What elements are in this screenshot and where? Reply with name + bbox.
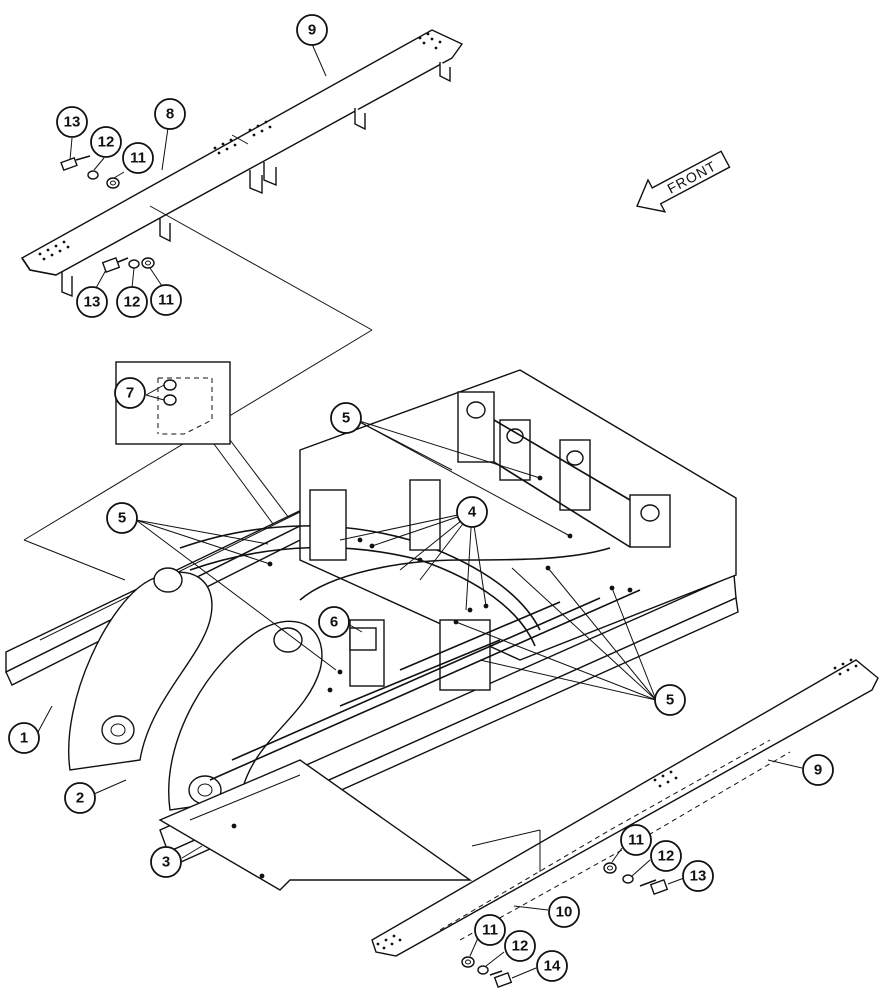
svg-text:13: 13 xyxy=(84,294,101,311)
callout-13-upper-lower: 13 xyxy=(76,286,108,318)
svg-text:5: 5 xyxy=(342,410,350,427)
callout-9-lower: 9 xyxy=(802,754,834,786)
svg-text:13: 13 xyxy=(690,868,707,885)
callout-9-upper: 9 xyxy=(296,14,328,46)
main-frame xyxy=(5,369,739,891)
svg-text:8: 8 xyxy=(166,106,174,123)
svg-text:4: 4 xyxy=(468,504,477,521)
svg-text:7: 7 xyxy=(126,385,134,402)
lower-catwalk-panel xyxy=(371,658,879,957)
svg-text:11: 11 xyxy=(628,832,644,849)
callout-8: 8 xyxy=(154,98,186,130)
svg-text:11: 11 xyxy=(482,922,498,939)
callout-11-lower-right: 11 xyxy=(620,824,652,856)
callout-12-lower: 12 xyxy=(504,930,536,962)
svg-text:5: 5 xyxy=(118,510,126,527)
svg-text:14: 14 xyxy=(544,958,561,975)
svg-text:12: 12 xyxy=(512,938,529,955)
svg-text:11: 11 xyxy=(158,292,174,309)
svg-text:13: 13 xyxy=(64,114,81,131)
svg-text:1: 1 xyxy=(20,730,28,747)
lower-hardware xyxy=(461,862,669,988)
upper-hardware xyxy=(60,155,155,273)
svg-text:3: 3 xyxy=(162,854,170,871)
svg-text:12: 12 xyxy=(98,134,115,151)
callout-1: 1 xyxy=(8,722,40,754)
callout-13-lower-right: 13 xyxy=(682,860,714,892)
svg-text:10: 10 xyxy=(556,904,573,921)
callout-12-upper-lower: 12 xyxy=(116,286,148,318)
callout-11-lower: 11 xyxy=(474,914,506,946)
svg-text:6: 6 xyxy=(330,614,338,631)
callout-11-upper-left: 11 xyxy=(122,142,154,174)
upper-catwalk-panel xyxy=(20,29,464,298)
assembly-line xyxy=(149,205,373,331)
svg-text:9: 9 xyxy=(814,762,822,779)
svg-text:5: 5 xyxy=(666,692,674,709)
assembly-line xyxy=(23,539,126,581)
callout-5-rear: 5 xyxy=(330,402,362,434)
callout-5-left: 5 xyxy=(106,502,138,534)
svg-text:11: 11 xyxy=(130,150,146,167)
callout-10: 10 xyxy=(548,896,580,928)
callout-4: 4 xyxy=(456,496,488,528)
callout-12-lower-right: 12 xyxy=(650,840,682,872)
callout-12-upper-left: 12 xyxy=(90,126,122,158)
front-direction-arrow: FRONT xyxy=(636,150,731,213)
tread-pattern xyxy=(376,658,858,950)
catwalk-leader-lines xyxy=(69,43,803,979)
callout-13-upper-left: 13 xyxy=(56,106,88,138)
svg-text:12: 12 xyxy=(658,848,675,865)
callout-6: 6 xyxy=(318,606,350,638)
svg-text:9: 9 xyxy=(308,22,316,39)
callout-11-upper-lower: 11 xyxy=(150,284,182,316)
svg-text:2: 2 xyxy=(76,790,84,807)
callout-14: 14 xyxy=(536,950,568,982)
callout-2: 2 xyxy=(64,782,96,814)
svg-text:12: 12 xyxy=(124,294,141,311)
callout-3: 3 xyxy=(150,846,182,878)
tread-pattern xyxy=(38,32,442,261)
callout-5-right: 5 xyxy=(654,684,686,716)
callout-7: 7 xyxy=(114,377,146,409)
